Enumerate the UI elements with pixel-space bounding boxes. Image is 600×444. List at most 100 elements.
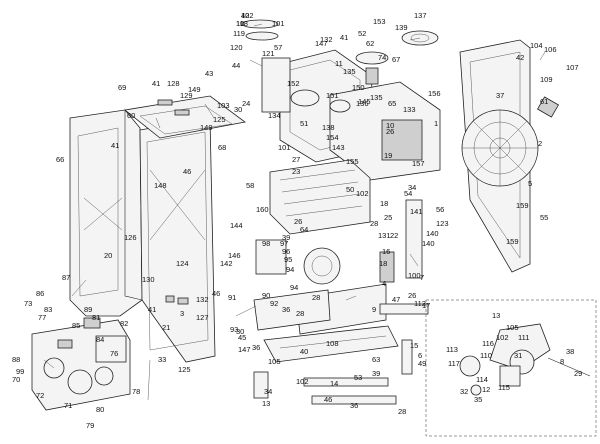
callout-number: 6 (418, 351, 422, 360)
callout-number: 60 (127, 111, 135, 120)
leader-lines (43, 23, 546, 401)
callout-number: 124 (176, 259, 189, 268)
callout-number: 102 (496, 333, 509, 342)
callout-number: 85 (72, 321, 80, 330)
callout-number: 113 (446, 345, 458, 354)
callout-number: 90 (262, 291, 270, 300)
callout-number: 136 (356, 99, 369, 108)
callout-number: 61 (540, 97, 548, 106)
callout-number: 19 (384, 151, 392, 160)
callout-number: 77 (38, 313, 46, 322)
callout-number: 44 (232, 61, 240, 70)
callout-number: 72 (36, 391, 44, 400)
callout-number: 140 (422, 239, 435, 248)
callout-number: 86 (36, 289, 44, 298)
callout-number: 143 (332, 143, 345, 152)
callout-number: 68 (218, 143, 226, 152)
callout-number: 67 (392, 55, 400, 64)
callout-number: 111 (518, 333, 529, 342)
callout-number: 103 (217, 101, 230, 110)
callout-number: 79 (86, 421, 94, 430)
callout-number: 27 (292, 155, 300, 164)
callout-number: 114 (476, 375, 488, 384)
top-cover (124, 95, 246, 139)
callout-number: 74 (378, 53, 386, 62)
callout-number: 118 (236, 19, 248, 28)
callout-number: 32 (460, 387, 468, 396)
callout-number: 101 (272, 19, 285, 28)
callout-number: 135 (343, 67, 356, 76)
callout-number: 108 (326, 339, 339, 348)
back-frame (459, 39, 559, 273)
callout-number: 105 (268, 357, 281, 366)
callout-number: 28 (312, 293, 320, 302)
callout-number: 62 (366, 39, 374, 48)
callout-number: 28 (398, 407, 406, 416)
callout-number: 8 (560, 357, 564, 366)
callout-number: 132 (196, 295, 209, 304)
callout-number: 131 (378, 231, 391, 240)
callout-number: 66 (56, 155, 64, 164)
callout-number: 16 (382, 247, 390, 256)
callout-number: 116 (482, 339, 494, 348)
callout-number: 18 (379, 259, 387, 268)
callout-number: 10 (236, 19, 244, 28)
callout-number: 84 (96, 335, 104, 344)
callout-number: 5 (528, 179, 532, 188)
callout-number: 76 (110, 349, 118, 358)
callout-number: 152 (287, 79, 300, 88)
callout-number: 41 (152, 79, 160, 88)
callout-number: 138 (322, 123, 335, 132)
callout-number: 157 (412, 159, 425, 168)
callout-number: 122 (241, 11, 254, 20)
callout-number: 15 (410, 341, 418, 350)
callout-number: 99 (16, 367, 24, 376)
callout-number: 52 (358, 29, 366, 38)
callout-number: 31 (514, 351, 522, 360)
callout-number: 41 (111, 141, 119, 150)
callout-number: 135 (370, 93, 383, 102)
callout-number: 105 (506, 323, 519, 332)
callout-number: 36 (282, 305, 290, 314)
callout-number: 24 (242, 99, 250, 108)
callout-number: 4 (382, 279, 386, 288)
callout-number: 28 (370, 219, 378, 228)
callout-number: 7 (420, 273, 424, 282)
callout-number: 150 (352, 83, 365, 92)
callout-number: 95 (284, 255, 292, 264)
callout-number: 53 (354, 373, 362, 382)
callout-number: 151 (326, 91, 339, 100)
callout-number: 137 (414, 11, 427, 20)
callout-number: 2 (538, 139, 542, 148)
callout-number: 112 (414, 299, 426, 308)
callout-number: 89 (84, 305, 92, 314)
callout-number: 160 (256, 205, 269, 214)
callout-number: 33 (158, 355, 166, 364)
callout-number: 39 (282, 233, 290, 242)
callout-number: 9 (372, 305, 376, 314)
callout-number: 58 (246, 181, 254, 190)
callout-number: 141 (410, 207, 423, 216)
callout-number: 91 (228, 293, 236, 302)
callout-number: 110 (480, 351, 492, 360)
callout-number: 10 (386, 121, 394, 130)
callout-number: 41 (148, 305, 156, 314)
inset-detail (425, 299, 597, 437)
callout-number: 1 (434, 119, 438, 128)
callout-number: 153 (373, 17, 386, 26)
callout-number: 29 (574, 369, 582, 378)
callout-number: 147 (315, 39, 328, 48)
callout-number: 134 (268, 111, 281, 120)
callout-number: 40 (300, 347, 308, 356)
callout-number: 80 (96, 405, 104, 414)
callout-number: 25 (384, 213, 392, 222)
callout-number: 130 (142, 275, 155, 284)
callout-number: 71 (64, 401, 72, 410)
callout-number: 46 (212, 289, 220, 298)
callout-number: 12 (482, 385, 490, 394)
callout-number: 155 (346, 157, 359, 166)
callout-number: 26 (386, 127, 394, 136)
callout-number: 115 (498, 383, 510, 392)
callout-number: 34 (408, 183, 416, 192)
